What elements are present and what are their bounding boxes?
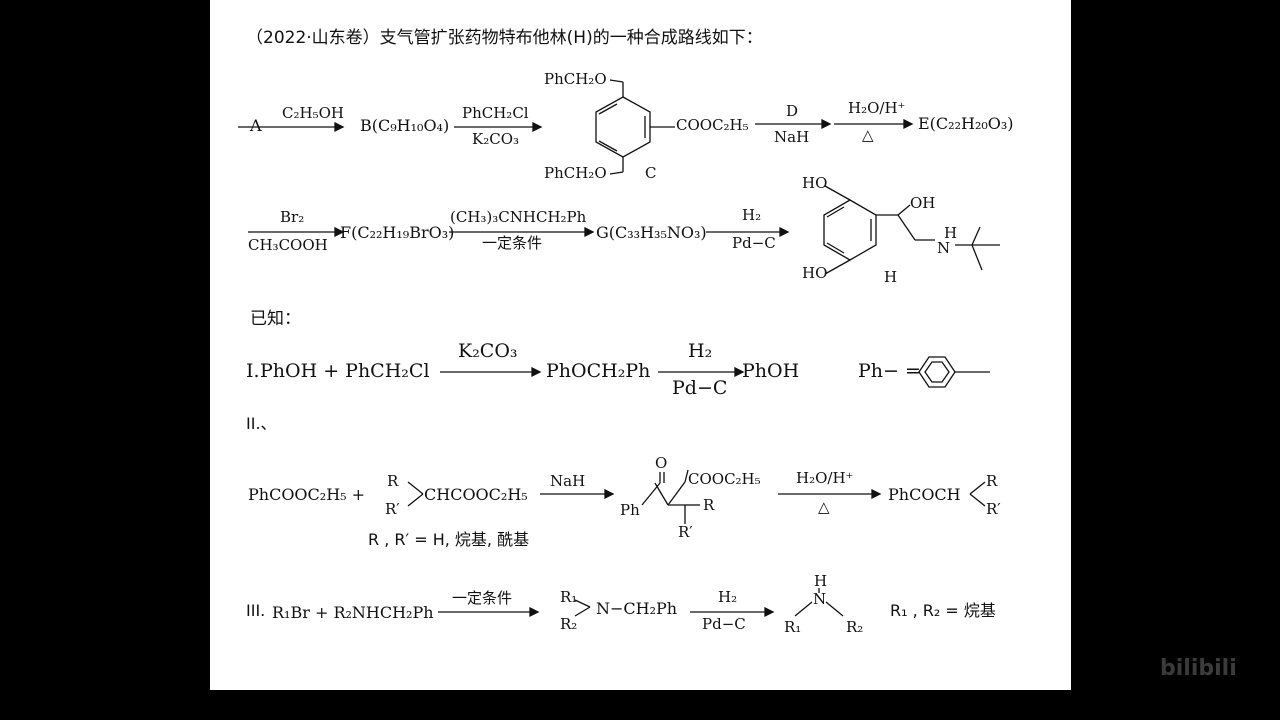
- known-ii-p-r2: R′: [678, 523, 693, 541]
- known-ii-lhs2: CHCOOC₂H₅: [424, 485, 528, 504]
- watermark-logo: bilibili: [1160, 656, 1237, 681]
- known-ii-rhs-r2: R′: [986, 500, 1001, 518]
- right-letterbox: [1071, 0, 1280, 690]
- known-ii-acid: H₂O/H⁺: [796, 469, 854, 487]
- known-heading: 已知：: [250, 309, 301, 329]
- reagent-d: D: [786, 102, 799, 120]
- known-i-mid: PhOCH₂Ph: [546, 360, 651, 382]
- known-ii-r: R: [387, 472, 399, 490]
- known-i-ph-def: Ph− =: [858, 360, 921, 382]
- bracket-ii-rhs: [969, 481, 986, 495]
- compound-f: F(C₂₂H₁₉BrO₃): [340, 223, 455, 242]
- amine-product-structure: [794, 588, 844, 617]
- known-iii-m-main: N−CH₂Ph: [596, 599, 678, 618]
- known-iii-p-r2: R₂: [846, 618, 864, 636]
- arrow-k4-head: [871, 488, 882, 500]
- compound-c-ester: COOC₂H₅: [676, 116, 749, 134]
- compound-c-label: C: [645, 164, 657, 182]
- compound-h-label: H: [884, 268, 898, 286]
- known-ii-lhs1: PhCOOC₂H₅ +: [248, 485, 366, 504]
- reagent-br2: Br₂: [280, 208, 305, 226]
- compound-h-structure: [823, 185, 1000, 275]
- known-iii-m-r2: R₂: [560, 615, 578, 633]
- compound-c-sub-bottom: PhCH₂O: [544, 164, 607, 182]
- reagent-conditions: 一定条件: [482, 234, 543, 252]
- known-i-rhs: PhOH: [742, 360, 800, 382]
- arrow-k6-head: [764, 606, 775, 618]
- compound-h-oh: OH: [910, 194, 936, 212]
- known-ii-rhs: PhCOCH: [888, 485, 961, 504]
- reagent-k2co3: K₂CO₃: [472, 130, 520, 148]
- known-i-k2co3: K₂CO₃: [458, 340, 518, 362]
- compound-g: G(C₃₃H₃₅NO₃): [596, 223, 707, 242]
- problem-title: （2022·山东卷）支气管扩张药物特布他林(H)的一种合成路线如下：: [246, 28, 763, 48]
- bracket-ii: [407, 481, 424, 495]
- phenyl-ring: [918, 356, 990, 388]
- known-iii-p-r1: R₁: [784, 618, 802, 636]
- compound-e: E(C₂₂H₂₀O₃): [918, 114, 1014, 133]
- known-iii-p-n: N: [813, 590, 827, 608]
- known-iii-p-h: H: [814, 572, 828, 590]
- reagent-acid-water: H₂O/H⁺: [848, 99, 906, 117]
- arrow-7-head: [779, 226, 790, 238]
- known-ii-p-r: R: [703, 496, 715, 514]
- reagent-acetic-acid: CH₃COOH: [248, 236, 328, 254]
- known-iii-note: R₁ , R₂ = 烷基: [890, 601, 996, 620]
- arrow-1-head: [334, 121, 345, 133]
- known-ii-rhs-r: R: [986, 472, 998, 490]
- document-page: （2022·山东卷）支气管扩张药物特布他林(H)的一种合成路线如下： A C₂H…: [210, 0, 1071, 690]
- arrow-k1-head: [531, 366, 542, 378]
- bottom-bar: [0, 690, 1280, 720]
- reagent-pd-c: Pd−C: [732, 234, 776, 252]
- known-ii-p-ph: Ph: [620, 501, 640, 519]
- arrow-2-head: [532, 121, 543, 133]
- known-i-label: I.: [246, 360, 260, 382]
- arrow-k2-head: [734, 366, 745, 378]
- known-iii-pdc: Pd−C: [702, 615, 746, 633]
- known-i-pdc: Pd−C: [672, 377, 728, 399]
- arrow-4-head: [903, 118, 914, 130]
- reaction-graphics: [238, 79, 1000, 618]
- bracket-iii: [574, 599, 591, 608]
- arrow-5-head: [334, 226, 345, 238]
- known-ii-heat: △: [818, 498, 830, 516]
- arrow-3-head: [821, 118, 832, 130]
- known-ii-label: II.、: [246, 414, 277, 433]
- compound-b: B(C₉H₁₀O₄): [360, 116, 450, 135]
- intermediate-ii-structure: [641, 469, 700, 524]
- known-ii-p-ester: COOC₂H₅: [688, 470, 761, 488]
- known-iii-conditions: 一定条件: [452, 589, 513, 607]
- reagent-nah: NaH: [774, 128, 810, 146]
- compound-h-nh-n: N: [937, 239, 951, 257]
- known-i-h2: H₂: [688, 340, 713, 362]
- compound-a: A: [250, 116, 262, 135]
- known-ii-note: R , R′ = H, 烷基, 酰基: [368, 530, 530, 549]
- compound-c-ring: [595, 79, 675, 175]
- reagent-heat: △: [862, 126, 874, 144]
- known-ii-nah: NaH: [550, 472, 586, 490]
- arrow-6-head: [584, 226, 595, 238]
- known-iii-h2: H₂: [718, 588, 738, 606]
- compound-c-sub-top: PhCH₂O: [544, 70, 607, 88]
- reagent-amine: (CH₃)₃CNHCH₂Ph: [450, 208, 587, 226]
- known-ii-p-o: O: [655, 454, 668, 472]
- arrow-k5-head: [529, 606, 540, 618]
- known-ii-r2: R′: [385, 500, 400, 518]
- arrow-k3-head: [604, 488, 615, 500]
- known-i-lhs: PhOH + PhCH₂Cl: [260, 360, 430, 382]
- reagent-h2: H₂: [742, 206, 762, 224]
- compound-h-ho-top: HO: [802, 174, 828, 192]
- left-letterbox: [0, 0, 210, 690]
- known-iii-m-r1: R₁: [560, 588, 578, 606]
- reagent-benzyl-chloride: PhCH₂Cl: [462, 104, 529, 122]
- compound-h-ho-bottom: HO: [802, 264, 828, 282]
- compound-h-nh-h: H: [944, 224, 958, 242]
- known-iii-label: III.: [246, 601, 266, 620]
- reagent-ethanol: C₂H₅OH: [282, 104, 344, 122]
- known-iii-lhs: R₁Br + R₂NHCH₂Ph: [272, 603, 434, 622]
